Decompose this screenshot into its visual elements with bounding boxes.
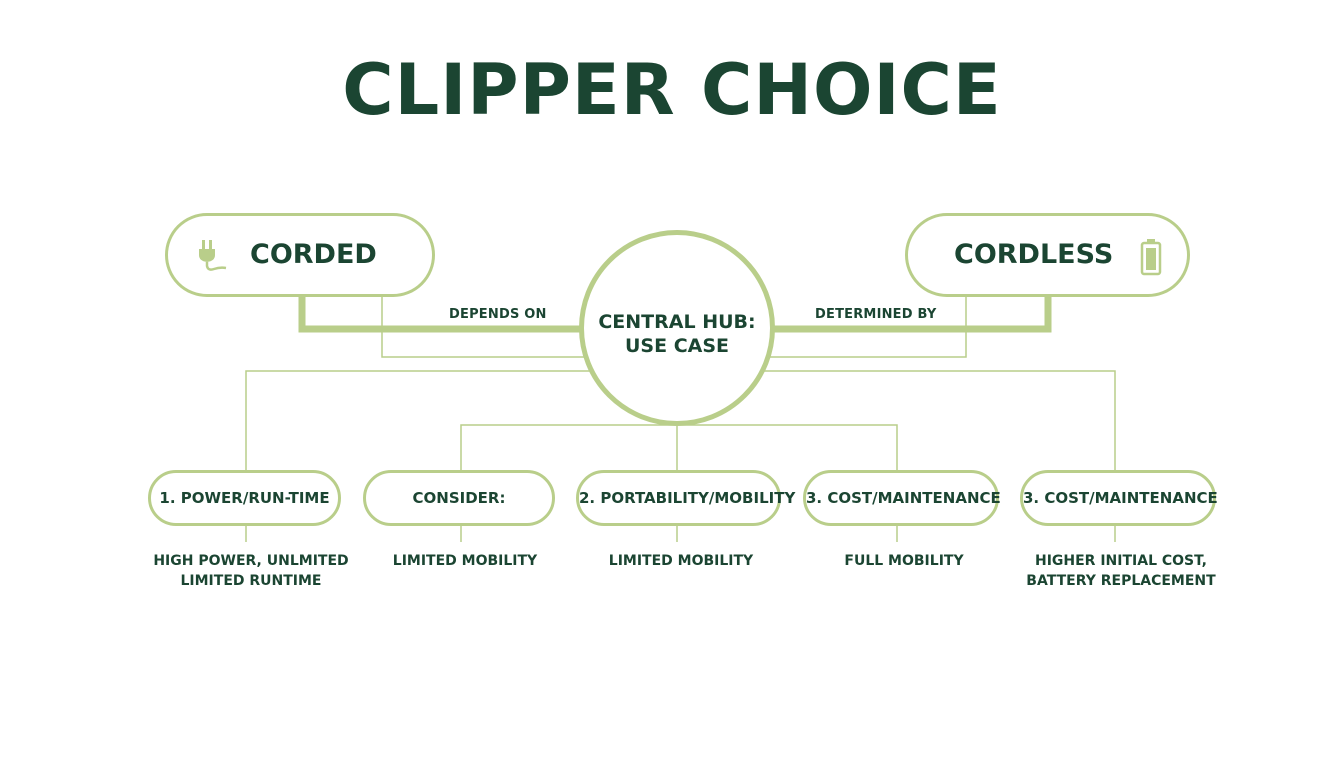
factor-cost-maintenance-2: 3. COST/MAINTENANCE	[1020, 470, 1218, 526]
depends-on-label: DEPENDS ON	[449, 307, 547, 322]
factor-description-5: HIGHER INITIAL COST, BATTERY REPLACEMENT	[1016, 551, 1226, 591]
factor-description-1: HIGH POWER, UNLMITED LIMITED RUNTIME	[146, 551, 356, 591]
cordless-label: CORDLESS	[954, 239, 1114, 270]
battery-icon	[1140, 239, 1162, 276]
factor-description-1-line-2: LIMITED RUNTIME	[180, 573, 322, 589]
inner-branch-line	[460, 424, 898, 470]
page-title: CLIPPER CHOICE	[342, 49, 1002, 131]
corded-label: CORDED	[250, 239, 377, 270]
corded-thin-connector	[381, 296, 590, 358]
determined-by-label: DETERMINED BY	[815, 307, 937, 322]
factor-description-3: LIMITED MOBILITY	[576, 551, 786, 571]
cordless-node: CORDLESS	[905, 213, 1190, 297]
factor-description-3-line-1: LIMITED MOBILITY	[608, 553, 754, 569]
factor-cost-maintenance-1: 3. COST/MAINTENANCE	[803, 470, 1001, 526]
hub-line-2: USE CASE	[624, 335, 730, 357]
factor-description-1-line-1: HIGH POWER, UNLMITED	[153, 553, 349, 569]
hub-line-1: CENTRAL HUB:	[598, 311, 756, 333]
cordless-thin-connector	[765, 296, 967, 358]
factor-consider: CONSIDER:	[363, 470, 555, 526]
factor-description-5-line-1: HIGHER INITIAL COST,	[1034, 553, 1207, 569]
factor-description-4: FULL MOBILITY	[799, 551, 1009, 571]
factor-description-2: LIMITED MOBILITY	[360, 551, 570, 571]
cordless-thick-connector	[770, 296, 1052, 333]
factor-power-runtime: 1. POWER/RUN-TIME	[148, 470, 341, 526]
plug-icon	[199, 240, 227, 271]
corded-node: CORDED	[165, 213, 435, 297]
factor-portability-mobility: 2. PORTABILITY/MOBILITY	[576, 470, 795, 526]
central-hub: CENTRAL HUB: USE CASE	[579, 230, 775, 426]
factor-description-5-line-2: BATTERY REPLACEMENT	[1026, 573, 1216, 589]
factor-description-2-line-1: LIMITED MOBILITY	[392, 553, 538, 569]
factor-description-4-line-1: FULL MOBILITY	[844, 553, 964, 569]
corded-thick-connector	[298, 296, 585, 333]
